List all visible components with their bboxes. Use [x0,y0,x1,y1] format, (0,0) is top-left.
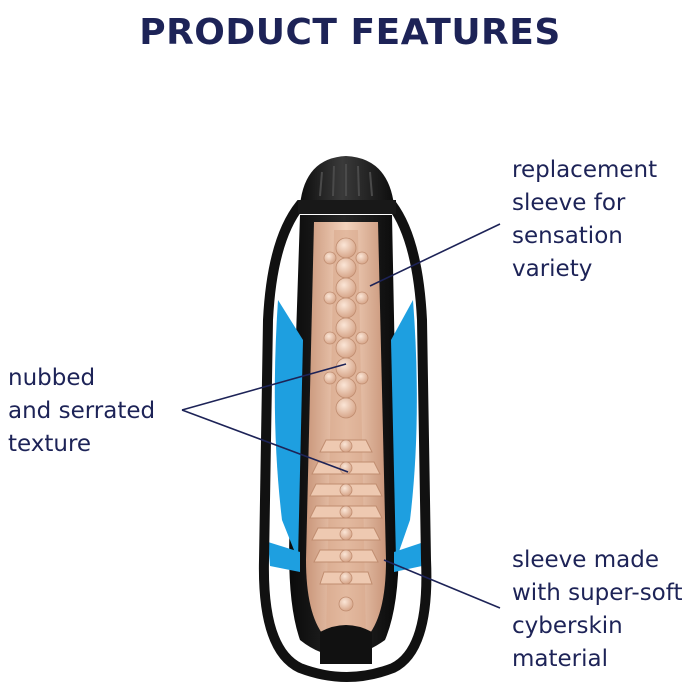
callout-line: texture [8,431,92,457]
cap-ring [298,200,396,214]
right-blue-accent [391,300,417,560]
left-blue-lower [268,542,300,572]
sleeve-spine [338,439,354,612]
callout-cyberskin-material: sleeve made with super-soft cyberskin ma… [512,544,682,676]
sleeve-nubs [323,237,369,419]
casing-outline [258,200,432,682]
callout-line: sleeve made [512,547,659,573]
base-opening [320,625,372,664]
callout-line: nubbed [8,365,96,391]
callout-line: variety [512,256,593,282]
callout-line: replacement [512,157,658,183]
callout-line: material [512,646,608,672]
leader-line-left-lower [181,409,349,473]
callout-replacement-sleeve: replacement sleeve for sensation variety [512,154,657,286]
leader-line-bottom [383,559,501,609]
callout-line: with super-soft [512,580,683,606]
page-title: PRODUCT FEATURES [139,12,561,53]
callout-texture: nubbed and serrated texture [8,362,155,461]
callout-line: and serrated [8,398,156,424]
right-blue-lower [394,542,424,572]
callout-line: sensation [512,223,623,249]
callout-line: cyberskin [512,613,623,639]
leader-line-top [369,223,501,287]
leader-lines [181,223,501,609]
callout-line: sleeve for [512,190,626,216]
leader-line-left-upper [181,363,347,411]
left-blue-accent [274,300,303,560]
cap-grip-ridges [319,164,373,197]
